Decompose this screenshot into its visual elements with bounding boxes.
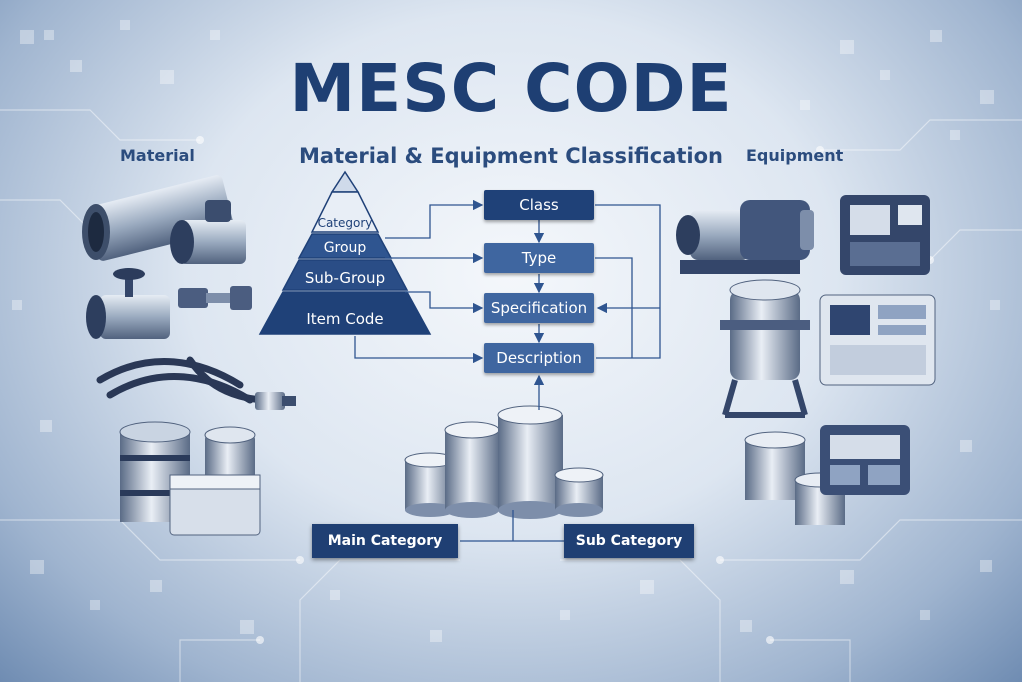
pyramid-label-category: Category [318, 216, 373, 230]
equipment-label: Equipment [746, 146, 844, 165]
hose-connector-icon [255, 392, 296, 410]
sub-category-box: Sub Category [564, 524, 694, 558]
database-icon [444, 421, 500, 518]
connector-right-loop-1 [595, 204, 661, 359]
vessel-icon [720, 279, 810, 418]
type-box: Type [484, 243, 594, 273]
box-icon [169, 474, 261, 536]
pyramid-level-category [310, 191, 380, 233]
database-icon [497, 405, 563, 519]
page-title: MESC CODE [289, 50, 733, 127]
description-box: Description [484, 343, 594, 373]
connector-pyramid-class [385, 199, 484, 239]
pyramid-label-group: Group [324, 240, 367, 256]
pyramid-level-subgroup [281, 259, 409, 291]
material-illustrations [82, 175, 296, 536]
pyramid-label-subgroup: Sub-Group [305, 269, 385, 287]
pyramid-level-itemcode [258, 291, 432, 335]
equipment-illustrations [676, 195, 936, 525]
electrical-panel-icon [819, 294, 936, 386]
specification-box: Specification [484, 293, 594, 323]
database-stack-illustration [404, 405, 604, 519]
class-box: Class [484, 190, 594, 220]
control-unit-icon [820, 425, 910, 495]
main-category-box: Main Category [312, 524, 458, 558]
connector-pyramid-description [354, 336, 484, 364]
connector-right-loop-2 [595, 257, 633, 358]
database-icon [554, 467, 604, 517]
control-cabinet-icon [840, 195, 930, 275]
valve-icon [86, 268, 170, 339]
hierarchy-pyramid: Category Group Sub-Group Item Code [258, 170, 432, 335]
pyramid-label-itemcode: Item Code [306, 310, 383, 328]
bolt-icon [178, 286, 252, 310]
pipe-icon [82, 175, 234, 261]
pipe-fitting-icon [170, 200, 246, 264]
page-subtitle: Material & Equipment Classification [299, 144, 723, 168]
connector-pyramid-spec [405, 291, 484, 314]
pump-icon [676, 200, 814, 274]
material-label: Material [120, 146, 195, 165]
